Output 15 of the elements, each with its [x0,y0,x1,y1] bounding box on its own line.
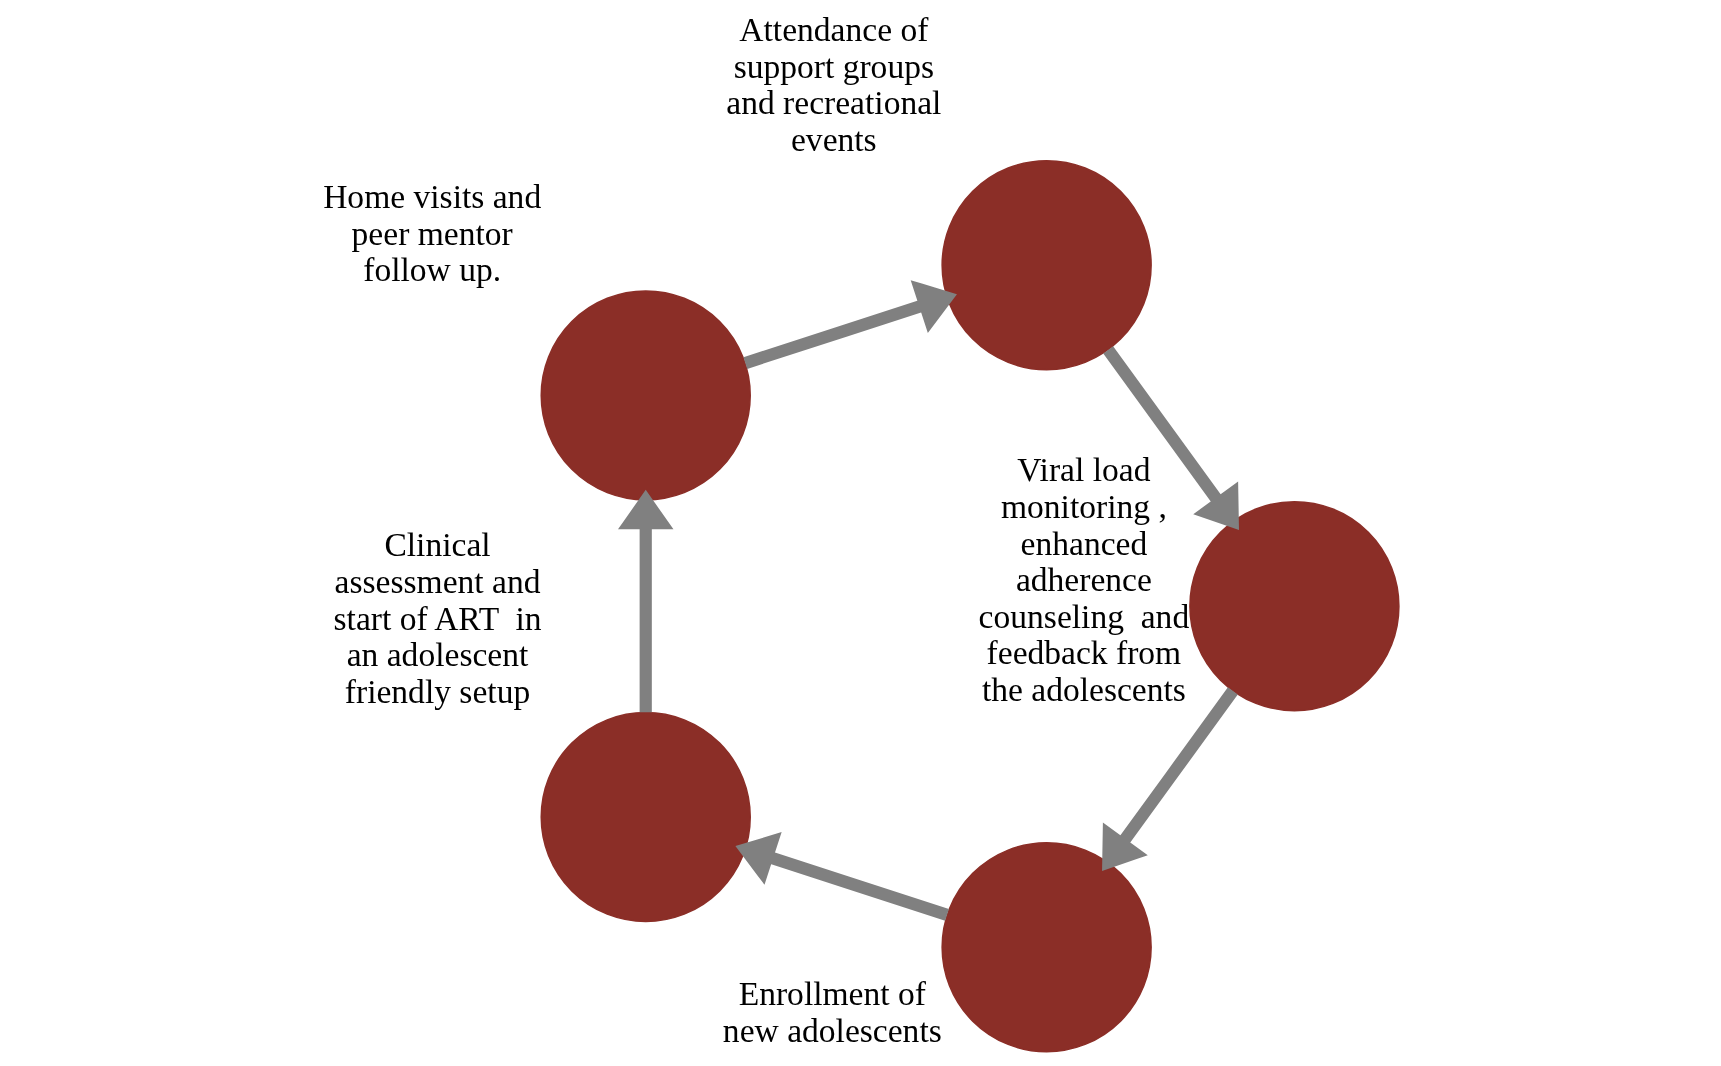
arrow [1102,346,1239,530]
arrow [742,280,957,369]
arrow [617,489,673,713]
node-label: Viral load monitoring , enhanced adherence counseling and feedback from the adolescents [978,451,1189,708]
arrow [734,832,949,921]
node-circle [539,711,751,923]
node-label: Attendance of support groups and recreational events [725,11,941,158]
node-label: Home visits and peer mentor follow up. [322,177,541,289]
node-circle [1188,500,1400,712]
node-circle [940,842,1152,1053]
arrow [1101,687,1238,871]
node-circle [539,290,751,501]
node-circle [940,159,1152,371]
node-label: Enrollment of new adolescents [722,975,942,1049]
node-label: Clinical assessment and start of ART in an adolescent friendly setup [333,526,541,710]
